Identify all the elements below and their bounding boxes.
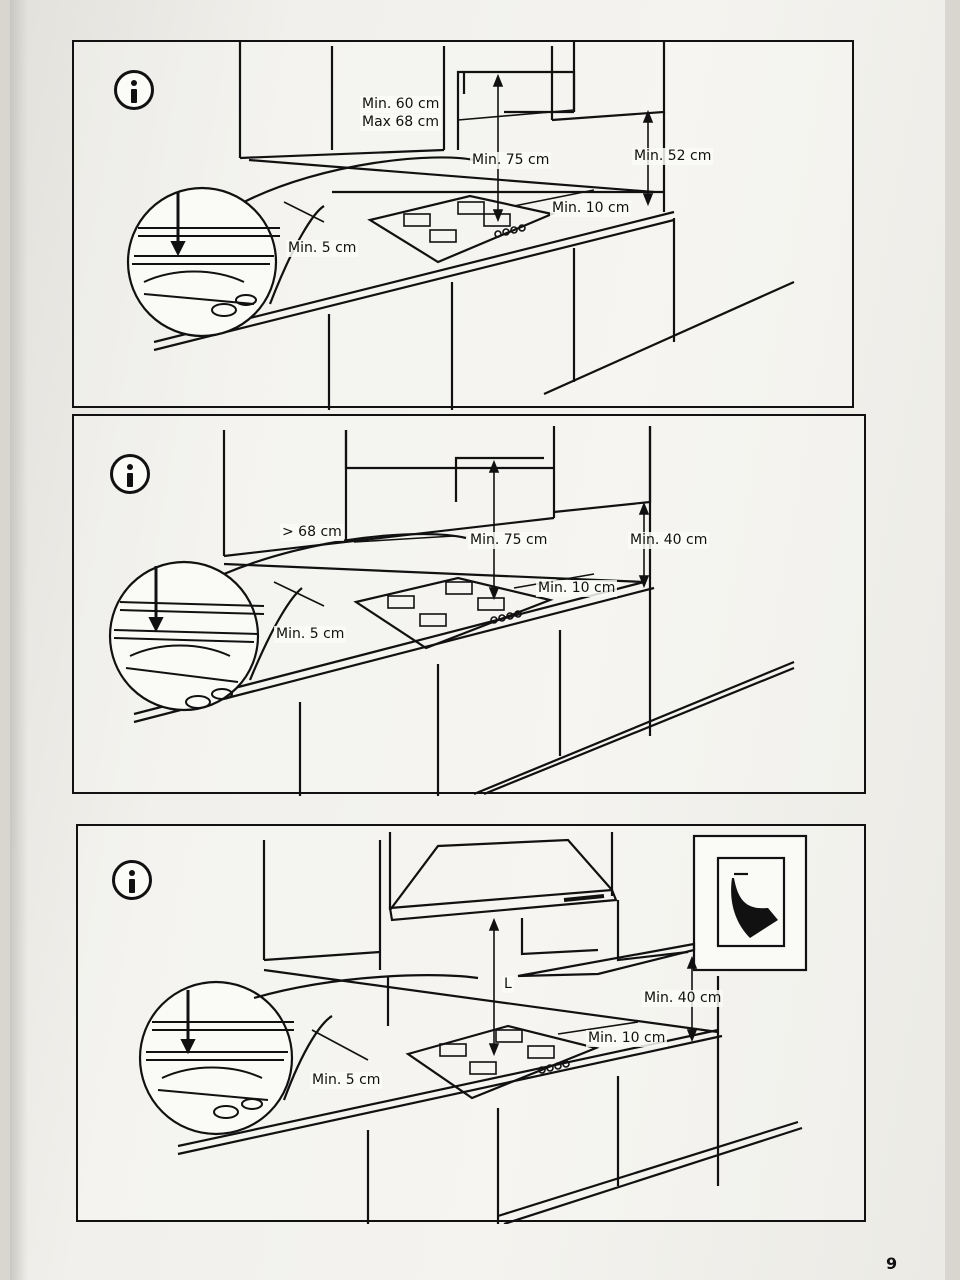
- label-L: L: [502, 976, 514, 993]
- label-min-5: Min. 5 cm: [310, 1072, 383, 1089]
- label-min-40: Min. 40 cm: [628, 532, 710, 549]
- installation-diagram-2: > 68 cm Min. 75 cm Min. 40 cm Min. 10 cm…: [72, 414, 866, 796]
- label-max-68: Max 68 cm: [360, 114, 441, 131]
- label-min-40: Min. 40 cm: [642, 990, 724, 1007]
- installation-diagram-3: L Min. 40 cm Min. 10 cm Min. 5 cm: [76, 824, 866, 1224]
- label-min-5: Min. 5 cm: [286, 240, 359, 257]
- info-icon: [114, 70, 154, 110]
- page-number: 9: [886, 1254, 898, 1273]
- kitchen-illustration-1: [126, 42, 795, 410]
- label-min-10: Min. 10 cm: [586, 1030, 668, 1047]
- label-min-10: Min. 10 cm: [550, 200, 632, 217]
- binding-shadow: [10, 0, 28, 1280]
- installation-diagram-1: Min. 60 cm Max 68 cm Min. 75 cm Min. 52 …: [72, 40, 854, 410]
- label-min-10: Min. 10 cm: [536, 580, 618, 597]
- manual-page: Min. 60 cm Max 68 cm Min. 75 cm Min. 52 …: [10, 0, 945, 1280]
- info-icon: [112, 860, 152, 900]
- kitchen-illustration-2: [108, 426, 795, 796]
- kitchen-illustration-3: [138, 832, 808, 1224]
- label-greater-68: > 68 cm: [280, 524, 344, 541]
- label-min-52: Min. 52 cm: [632, 148, 714, 165]
- label-min-75: Min. 75 cm: [468, 532, 550, 549]
- label-min-75: Min. 75 cm: [470, 152, 552, 169]
- label-min-60: Min. 60 cm: [360, 96, 442, 113]
- info-icon: [110, 454, 150, 494]
- label-min-5: Min. 5 cm: [274, 626, 347, 643]
